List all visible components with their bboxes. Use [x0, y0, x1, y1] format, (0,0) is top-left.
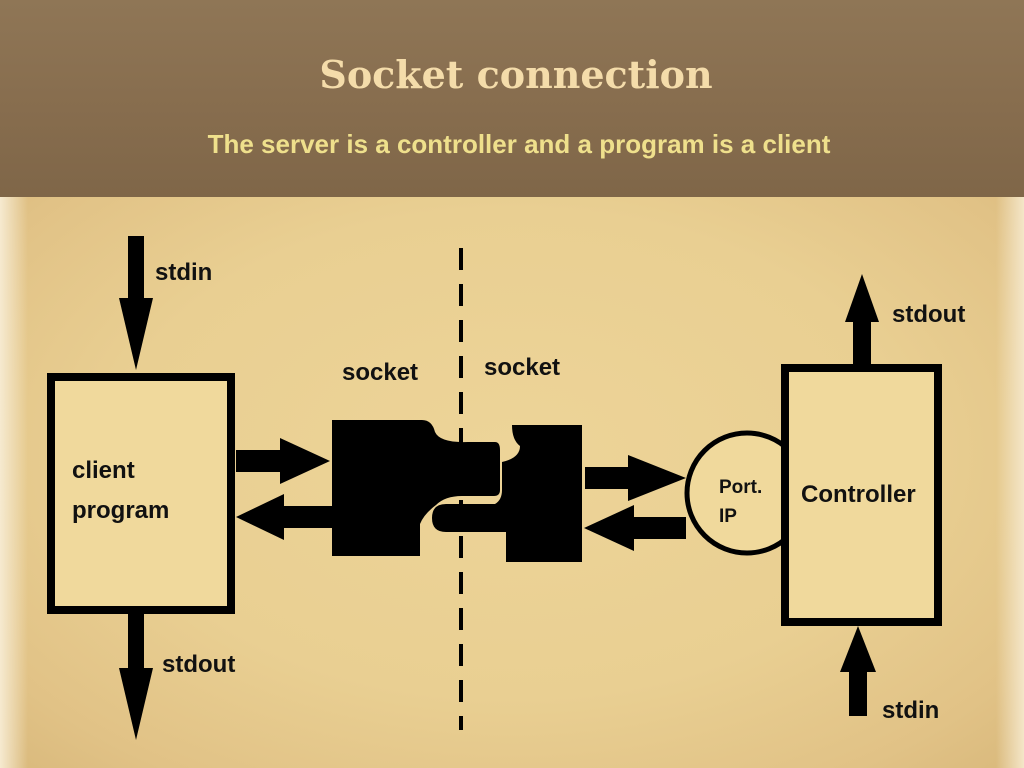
- socket-to-port-arrow: [585, 455, 686, 501]
- client-stdout-label: stdout: [162, 651, 235, 678]
- server-socket-shape: [432, 425, 582, 562]
- controller-stdout-arrow: [845, 274, 879, 364]
- client-stdin-arrow: [119, 236, 153, 370]
- controller-box: [781, 364, 942, 626]
- controller-stdin-arrow: [840, 626, 876, 716]
- port-label-line1: Port.: [719, 477, 762, 498]
- right-edge-glow: [996, 197, 1024, 768]
- controller-stdout-label: stdout: [892, 301, 965, 328]
- header-band: Socket connection The server is a contro…: [0, 0, 1024, 198]
- port-label-line2: IP: [719, 506, 737, 527]
- controller-stdin-label: stdin: [882, 697, 939, 724]
- client-socket-label: socket: [342, 359, 418, 386]
- client-label-line1: client: [72, 457, 135, 484]
- slide-subtitle: The server is a controller and a program…: [207, 129, 831, 159]
- slide-title: Socket connection: [319, 52, 713, 97]
- client-program-box: [47, 373, 235, 614]
- client-socket-shape: [332, 420, 500, 556]
- client-label-line2: program: [72, 497, 169, 524]
- controller-label: Controller: [801, 481, 916, 508]
- client-stdout-arrow: [119, 614, 153, 740]
- port-to-socket-arrow: [584, 505, 686, 551]
- left-edge-glow: [0, 197, 28, 768]
- server-socket-label: socket: [484, 354, 560, 381]
- socket-to-client-arrow: [236, 494, 332, 540]
- client-stdin-label: stdin: [155, 259, 212, 286]
- client-to-socket-arrow: [236, 438, 330, 484]
